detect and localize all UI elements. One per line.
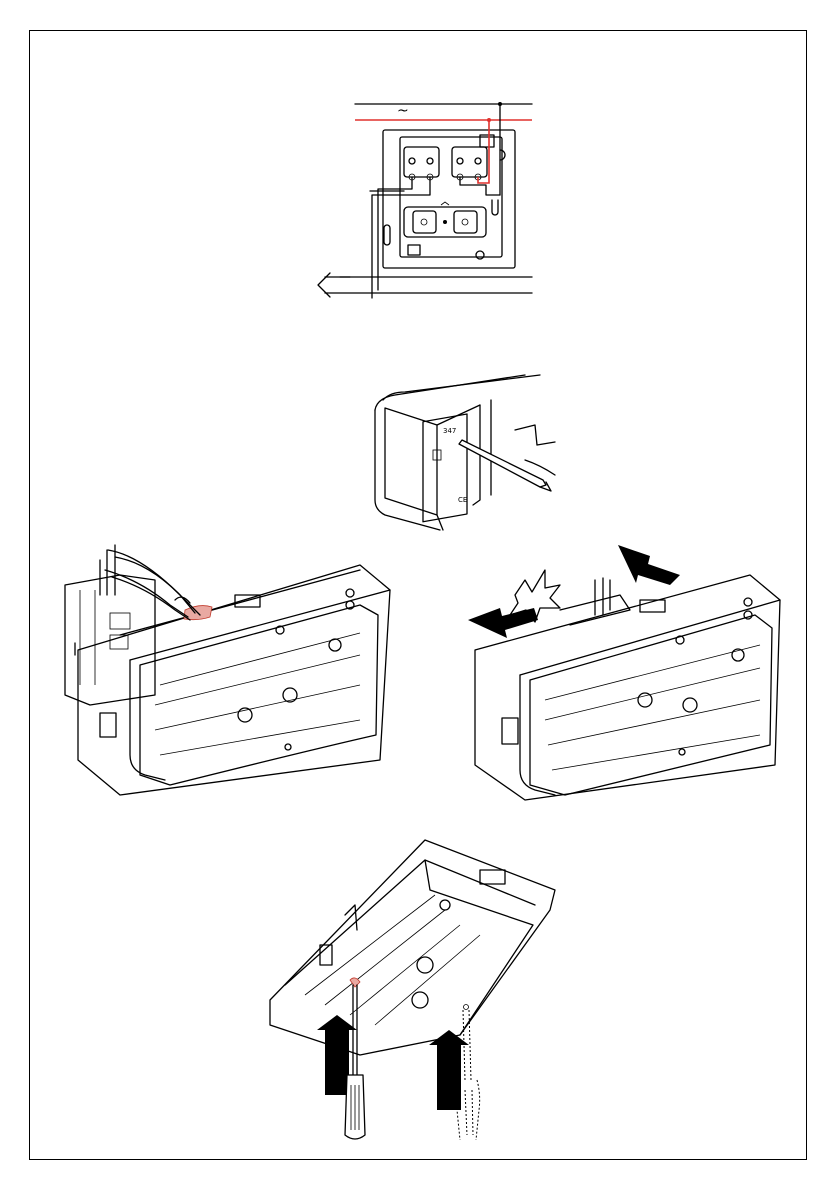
label-code: 347 <box>443 427 456 435</box>
marking-mounting-holes: 347 CE <box>365 370 565 535</box>
clipping-onto-wall-plate <box>460 540 805 805</box>
cutting-knockout-with-pliers <box>60 535 400 800</box>
wiring-diagram: ~ <box>300 95 540 305</box>
releasing-diffuser-with-screwdriver <box>265 835 565 1145</box>
ce-mark: CE <box>458 496 467 504</box>
ac-symbol: ~ <box>397 103 409 119</box>
